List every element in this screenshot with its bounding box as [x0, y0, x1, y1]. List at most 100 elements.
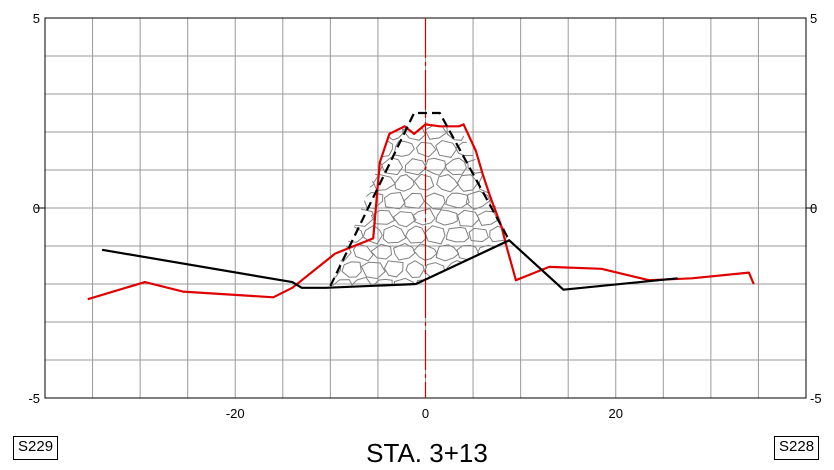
cobble-stone	[383, 260, 404, 278]
cobble-stone	[433, 277, 458, 286]
cobble-stone	[424, 192, 446, 210]
cobble-stone	[362, 191, 384, 210]
cobble-stone	[393, 140, 415, 157]
cobble-stone	[404, 158, 428, 176]
cobble-stone	[465, 190, 491, 210]
cobble-stone	[488, 157, 510, 175]
cobble-stone	[330, 226, 344, 244]
cobble-stone	[330, 245, 333, 259]
cobble-stone	[436, 174, 459, 193]
cobble-stone	[338, 225, 364, 243]
y-tick-label-left: 5	[33, 11, 40, 26]
cobble-stone	[405, 260, 425, 279]
y-tick-label-right: 0	[810, 201, 817, 216]
cobble-stone	[403, 192, 425, 209]
cobble-stone	[360, 261, 386, 280]
x-tick-label: 20	[609, 406, 623, 421]
cobble-stone	[330, 192, 344, 209]
cobble-stone	[362, 224, 383, 245]
plot-frame	[44, 17, 807, 399]
cobble-stone	[393, 277, 414, 286]
cobble-stone	[340, 124, 364, 141]
cobble-stone	[457, 209, 480, 227]
cobble-stone	[456, 174, 478, 192]
series-dashed-template	[329, 111, 511, 287]
cobble-stone	[370, 209, 396, 225]
series-red-surface	[87, 123, 755, 301]
y-tick-label-right: 5	[810, 11, 817, 26]
cobble-stone	[373, 106, 395, 122]
section-tag-left: S229	[13, 436, 59, 460]
cobble-stone	[415, 141, 437, 158]
cobble-stone	[476, 210, 499, 226]
cobble-stone	[352, 141, 374, 157]
y-tick-label-left: -5	[28, 391, 40, 406]
cobble-stone	[488, 259, 510, 280]
y-tick-label-left: 0	[33, 201, 40, 216]
cobble-stone	[412, 208, 436, 226]
cobble-stone	[477, 107, 498, 122]
cobble-stone	[456, 244, 480, 260]
cobble-stone	[340, 192, 362, 210]
cobble-stone	[330, 174, 333, 191]
cobble-stone	[309, 106, 329, 122]
cobble-stone	[330, 107, 351, 122]
cobble-stone	[445, 192, 470, 209]
cobble-stone	[413, 279, 436, 286]
station-title: STA. 3+13	[366, 438, 488, 468]
cobble-stone	[330, 210, 353, 228]
cobble-stone	[468, 227, 489, 243]
cobble-stone	[330, 141, 331, 159]
cobble-stone	[477, 140, 499, 157]
cobble-stone	[381, 156, 404, 176]
cobble-stone	[444, 157, 468, 176]
cobble-stone	[423, 157, 447, 176]
cobble-stone	[456, 108, 480, 122]
cobble-stone	[498, 138, 510, 158]
cobble-stone	[435, 139, 458, 158]
cobble-stone	[342, 157, 362, 176]
cobble-stone	[445, 226, 470, 243]
x-tick-label: -20	[226, 406, 245, 421]
cobble-stone	[392, 211, 417, 228]
series-group	[87, 111, 755, 301]
cobble-stone	[393, 106, 416, 123]
cobble-stone	[496, 174, 510, 192]
cobble-stone	[435, 244, 460, 262]
cobble-stone	[370, 243, 393, 260]
cobble-stone	[352, 243, 374, 262]
cobble-stone	[499, 209, 510, 228]
cobble-stone	[435, 209, 458, 226]
cobble-stone	[435, 107, 456, 123]
x-tick-label: 0	[422, 406, 429, 421]
cobble-stone	[341, 261, 362, 278]
series-black-ground	[101, 239, 678, 291]
cobble-stone	[466, 262, 488, 278]
cobble-stone	[372, 173, 397, 191]
cobble-stone	[413, 173, 435, 191]
cobble-stone	[393, 242, 416, 261]
cobble-stone	[498, 105, 521, 123]
cobble-stone	[383, 191, 406, 210]
cobble-stone	[405, 225, 428, 244]
y-tick-label-right: -5	[810, 391, 822, 406]
cobble-stone	[330, 210, 334, 227]
cobble-stone	[331, 279, 355, 286]
cobble-stone	[446, 260, 467, 279]
cobble-stone	[372, 278, 393, 286]
cobble-stone	[424, 225, 446, 245]
cobble-stone	[457, 278, 480, 286]
cobble-stone	[351, 174, 375, 191]
tick-labels: -20 0 20 -5 -5 0 0 5 5	[28, 11, 821, 421]
section-tag-right: S228	[774, 436, 820, 460]
cobble-stone	[394, 174, 415, 192]
cobble-stone	[330, 155, 344, 176]
cobble-stone	[352, 107, 373, 121]
cobble-stone	[330, 141, 351, 157]
cobble-stone	[478, 173, 501, 194]
cobble-stone	[330, 175, 354, 192]
cobble-stone	[382, 224, 407, 244]
cobble-stone	[476, 277, 499, 286]
cobble-stone	[349, 276, 373, 286]
